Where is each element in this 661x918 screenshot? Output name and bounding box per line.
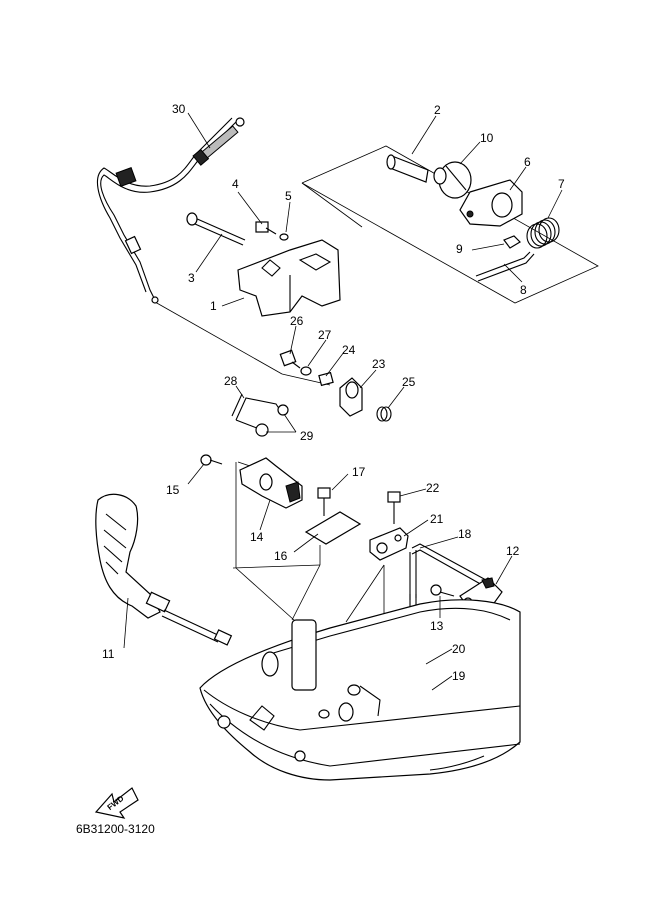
callout-4: 4 <box>232 177 239 191</box>
bolt-part-17 <box>317 487 331 516</box>
callout-12: 12 <box>506 544 520 558</box>
callout-17: 17 <box>352 465 366 479</box>
callout-21: 21 <box>430 512 444 526</box>
link-part-28 <box>231 393 281 431</box>
callout-18: 18 <box>458 527 472 541</box>
sleeve-part-2 <box>386 154 429 183</box>
cam-part-10 <box>433 161 472 199</box>
bottom-cowling <box>199 599 521 781</box>
nut-part-9 <box>503 235 521 249</box>
spring-part-7 <box>526 217 560 249</box>
plate-part-16 <box>304 511 362 545</box>
callout-20: 20 <box>452 642 466 656</box>
washer-part-5 <box>279 233 289 241</box>
pin-part-24 <box>318 371 334 387</box>
callout-5: 5 <box>285 189 292 203</box>
screw-part-15 <box>200 454 223 466</box>
spring-part-25 <box>376 406 392 422</box>
assembly-outlines <box>154 145 599 720</box>
callout-30: 30 <box>172 102 186 116</box>
bracket-part-1 <box>237 239 341 317</box>
callout-29: 29 <box>300 429 314 443</box>
callout-28: 28 <box>224 374 238 388</box>
bracket-part-14 <box>239 457 303 509</box>
callout-25: 25 <box>402 375 416 389</box>
bolt-part-26 <box>279 349 301 369</box>
callout-2: 2 <box>434 103 441 117</box>
washer-part-27 <box>300 366 312 376</box>
callout-10: 10 <box>480 131 494 145</box>
callout-27: 27 <box>318 328 332 342</box>
bolt-part-22 <box>387 491 401 524</box>
fwd-arrow-icon: FWD <box>94 787 139 819</box>
callout-16: 16 <box>274 549 288 563</box>
callout-23: 23 <box>372 357 386 371</box>
clip-part-29 <box>255 404 289 437</box>
callout-8: 8 <box>520 283 527 297</box>
callout-22: 22 <box>426 481 440 495</box>
callout-6: 6 <box>524 155 531 169</box>
callout-26: 26 <box>290 314 304 328</box>
throttle-cable <box>96 117 245 304</box>
callout-3: 3 <box>188 271 195 285</box>
rod-part-8 <box>475 251 535 282</box>
bolt-part-4 <box>255 221 277 235</box>
housing-part-6 <box>459 179 523 227</box>
callout-19: 19 <box>452 669 466 683</box>
callout-14: 14 <box>250 530 264 544</box>
callout-7: 7 <box>558 177 565 191</box>
callout-13: 13 <box>430 619 444 633</box>
callout-11: 11 <box>102 647 115 661</box>
callout-9: 9 <box>456 242 463 256</box>
screw-part-13 <box>430 584 455 597</box>
leader-lines <box>123 112 563 691</box>
tiller-handle-part-11 <box>95 493 233 646</box>
callout-24: 24 <box>342 343 356 357</box>
bracket-part-21 <box>369 527 409 561</box>
lever-part-23 <box>339 377 363 417</box>
callout-15: 15 <box>166 483 180 497</box>
callout-labels: 1 2 3 4 5 6 7 8 9 10 11 12 13 14 15 16 1… <box>102 102 565 683</box>
bolt-part-3 <box>186 212 246 246</box>
diagram-code: 6B31200-3120 <box>76 822 155 836</box>
callout-1: 1 <box>210 299 217 313</box>
